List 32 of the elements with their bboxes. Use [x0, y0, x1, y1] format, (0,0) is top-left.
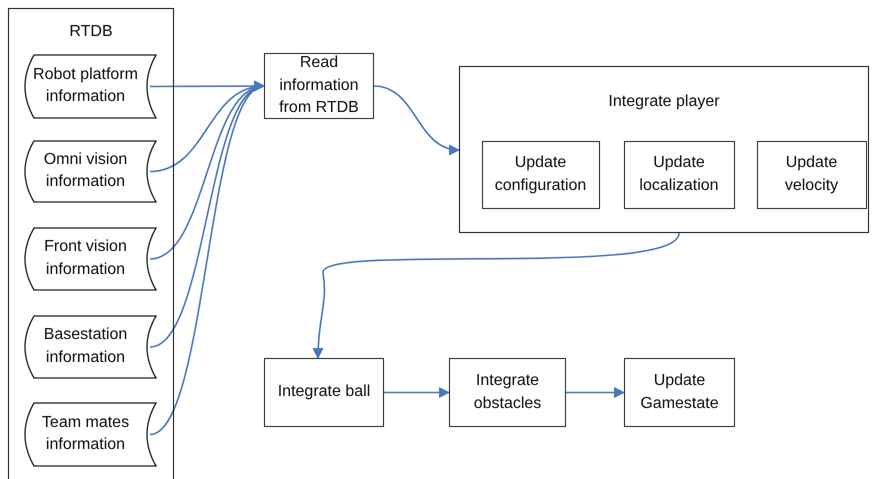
arrow	[374, 85, 460, 154]
node-label: Team mates information	[40, 412, 130, 455]
group-title: RTDB	[68, 22, 114, 42]
stored-data-shape	[22, 54, 156, 118]
node-label: Update Gamestate	[639, 371, 720, 414]
process-box	[624, 358, 735, 427]
arrow	[384, 386, 450, 398]
node-label: Front vision information	[43, 237, 128, 280]
group-container	[8, 8, 174, 479]
stored-data-shape	[22, 140, 156, 202]
node-label: Integrate ball	[276, 382, 372, 402]
process-box	[624, 140, 734, 208]
group-title: Integrate player	[607, 92, 721, 112]
group-container	[459, 66, 869, 233]
node-label: Integrate obstacles	[472, 371, 542, 414]
stored-data-shape	[22, 402, 156, 466]
node-label: Update velocity	[784, 153, 840, 196]
process-box	[756, 140, 866, 208]
process-box	[482, 140, 600, 208]
arrow	[566, 386, 626, 398]
arrow	[312, 232, 680, 360]
process-box	[264, 53, 374, 119]
node-label: Robot platform information	[32, 64, 139, 107]
node-label: Read information from RTDB	[278, 53, 360, 118]
node-label: Omni vision information	[42, 150, 128, 192]
stored-data-shape	[22, 228, 156, 290]
stored-data-shape	[22, 316, 156, 378]
node-label: Update configuration	[494, 153, 588, 196]
process-box	[264, 358, 384, 427]
node-label: Basestation information	[42, 325, 128, 368]
process-box	[449, 358, 566, 427]
node-label: Update localization	[638, 153, 720, 196]
